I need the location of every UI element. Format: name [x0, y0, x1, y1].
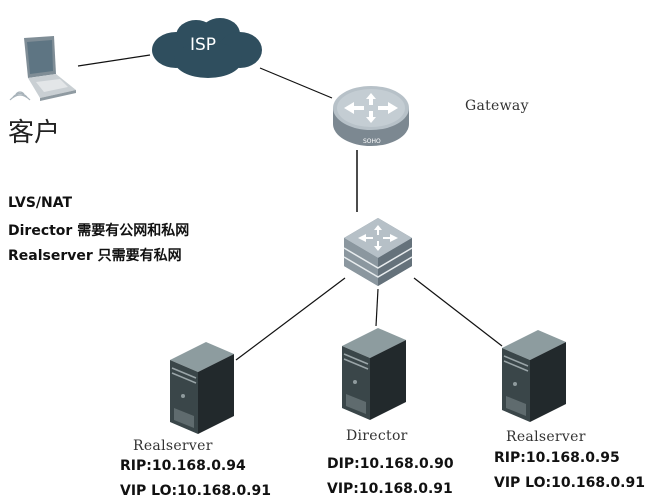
server-name-director: Director [346, 428, 408, 444]
server-icon-realserver-1 [170, 342, 234, 434]
isp-label: ISP [190, 35, 217, 55]
router-icon: SOHO [333, 86, 409, 146]
note-mode: LVS/NAT [8, 195, 73, 211]
link-switch-realserver-2 [413, 277, 503, 347]
server-name-realserver-1: Realserver [133, 438, 213, 454]
link-switch-director [375, 288, 379, 327]
server-icon-director [342, 328, 406, 420]
switch-icon [343, 218, 413, 286]
server-vip-director: VIP:10.168.0.91 [327, 481, 453, 497]
note-realserver: Realserver 只需要有私网 [8, 248, 182, 264]
link-switch-realserver-1 [235, 277, 346, 361]
cloud-icon [152, 18, 262, 78]
server-icon-realserver-2 [502, 330, 566, 422]
server-vip-realserver-2: VIP LO:10.168.0.91 [494, 475, 645, 491]
server-vip-realserver-1: VIP LO:10.168.0.91 [120, 483, 271, 499]
router-badge: SOHO [363, 138, 381, 145]
note-director: Director 需要有公网和私网 [8, 223, 190, 239]
gateway-label: Gateway [465, 98, 529, 114]
laptop-icon [9, 36, 76, 101]
server-rip-realserver-1: RIP:10.168.0.94 [120, 458, 246, 474]
client-label: 客户 [8, 118, 61, 148]
server-rip-realserver-2: RIP:10.168.0.95 [494, 450, 620, 466]
server-name-realserver-2: Realserver [506, 429, 586, 445]
server-dip-director: DIP:10.168.0.90 [327, 456, 454, 472]
link-isp-gateway [259, 67, 333, 99]
link-client-isp [77, 54, 151, 67]
